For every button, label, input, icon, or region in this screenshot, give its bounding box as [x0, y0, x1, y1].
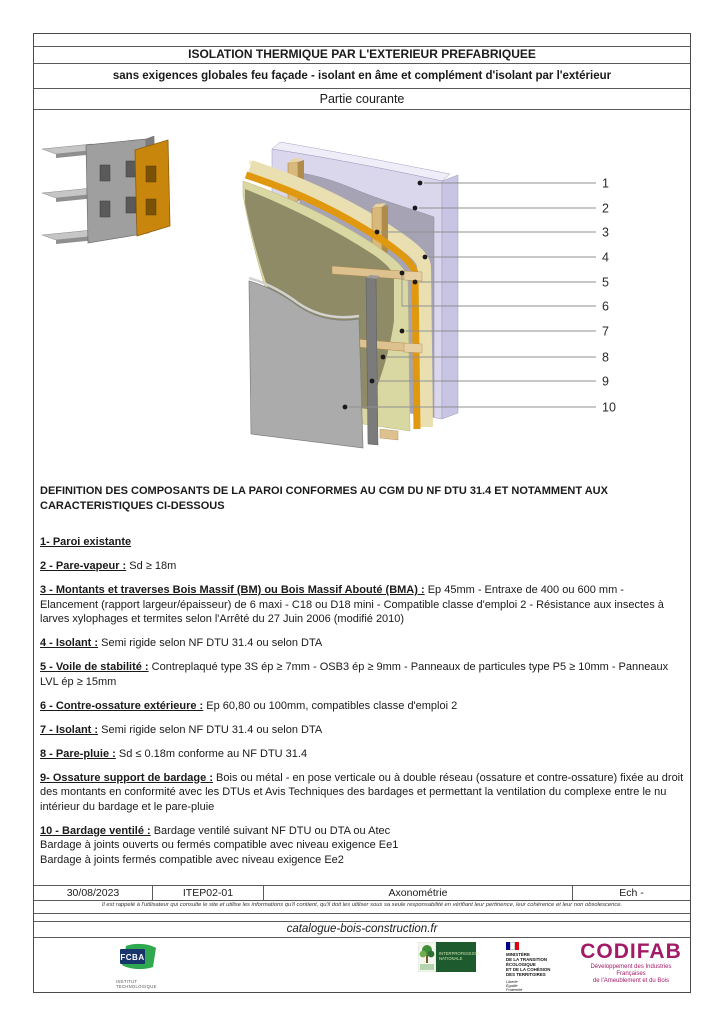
- section-title: Partie courante: [319, 92, 405, 106]
- codifab-logo: CODIFAB Développement des Industries Fra…: [576, 941, 686, 985]
- layer-bardage: [248, 276, 364, 449]
- interprofession-caption: INTERPROFESSION NATIONALE: [436, 942, 479, 972]
- layer-paroi-existante-side: [441, 174, 459, 420]
- def-item-9-text: Bois ou métal - en pose verticale ou à d…: [40, 771, 684, 813]
- def-item-10-text: Bardage ventilé suivant NF DTU ou DTA ou…: [40, 824, 399, 866]
- definitions-heading: DEFINITION DES COMPOSANTS DE LA PAROI CO…: [40, 485, 608, 512]
- def-item-6-label: 6 - Contre-ossature extérieure :: [40, 699, 204, 712]
- contre-ossature-batten-bottom: [379, 428, 399, 441]
- callout-dots: [342, 180, 428, 410]
- header-divider: [34, 88, 690, 89]
- layer-voile-stabilite: [244, 171, 421, 430]
- definitions-block: DEFINITION DES COMPOSANTS DE LA PAROI CO…: [40, 484, 684, 877]
- def-item-6-text: Ep 60,80 ou 100mm, compatibles classe d'…: [203, 699, 458, 712]
- def-item-7-text: Semi rigide selon NF DTU 31.4 ou selon D…: [98, 723, 323, 736]
- callout-numbers: 1 2 3 4 5 6 7 8 9 10: [602, 177, 616, 415]
- callout-dot-3: [374, 229, 380, 235]
- callout-number-8: 8: [602, 351, 609, 365]
- callout-dot-1: [417, 180, 423, 186]
- def-item-2-label: 2 - Pare-vapeur :: [40, 560, 127, 572]
- footer-date: 30/08/2023: [34, 886, 153, 900]
- def-item-10: 10 - Bardage ventilé : Bardage ventilé s…: [40, 824, 684, 868]
- header-divider: [34, 46, 690, 47]
- callout-number-9: 9: [602, 375, 609, 389]
- callout-line-6: [401, 275, 596, 307]
- def-item-2: 2 - Pare-vapeur : Sd ≥ 18m: [40, 559, 684, 574]
- ministere-motto: Liberté Égalité Fraternité: [506, 979, 523, 993]
- def-item-2-text: Sd ≥ 18m: [126, 560, 177, 572]
- prefab-facade-panel: [134, 139, 171, 237]
- def-item-8: 8 - Pare-pluie : Sd ≤ 0.18m conforme au …: [40, 747, 684, 762]
- ministere-text: MINISTÈRE DE LA TRANSITION ÉCOLOGIQUE ET…: [506, 951, 551, 978]
- def-item-4-text: Semi rigide selon NF DTU 31.4 ou selon D…: [98, 637, 323, 649]
- def-item-8-label: 8 - Pare-pluie :: [40, 747, 116, 760]
- svg-text:FCBA: FCBA: [120, 953, 144, 962]
- def-item-3: 3 - Montants et traverses Bois Massif (B…: [40, 583, 684, 627]
- callout-dot-9: [369, 378, 375, 384]
- def-item-6: 6 - Contre-ossature extérieure : Ep 60,8…: [40, 699, 684, 714]
- def-item-9: 9- Ossature support de bardage : Bois ou…: [40, 771, 684, 815]
- page-subtitle: sans exigences globales feu façade - iso…: [112, 70, 612, 82]
- axonometric-diagram: 1 2 3 4 5 6 7 8 9 10: [41, 135, 616, 449]
- def-item-5-text: Contreplaqué type 3S ép ≥ 7mm - OSB3 ép …: [40, 661, 669, 688]
- website-text: catalogue-bois-construction.fr: [286, 923, 438, 935]
- callout-dot-10: [342, 404, 348, 410]
- prefab-panel-icon: [41, 135, 171, 244]
- header-divider: [34, 109, 690, 110]
- def-item-5-label: 5 - Voile de stabilité :: [40, 661, 149, 673]
- fcba-logo: FCBA INSTITUT TECHNOLOGIQUE: [116, 943, 186, 989]
- callout-number-1: 1: [602, 177, 609, 191]
- footer-logos: FCBA INSTITUT TECHNOLOGIQUE INTERPROFESS…: [34, 937, 690, 993]
- callout-dot-6: [399, 270, 405, 276]
- codifab-caption: Développement des Industries Françaises …: [590, 964, 672, 984]
- def-item-5: 5 - Voile de stabilité : Contreplaqué ty…: [40, 660, 684, 689]
- def-item-10-label: 10 - Bardage ventilé :: [40, 824, 151, 837]
- footer-divider: [34, 913, 690, 914]
- france-bois-foret-logo: INTERPROFESSION NATIONALE: [418, 942, 479, 972]
- def-item-4-label: 4 - Isolant :: [40, 637, 99, 649]
- callout-number-3: 3: [602, 226, 609, 240]
- def-item-7: 7 - Isolant : Semi rigide selon NF DTU 3…: [40, 723, 684, 738]
- callout-number-10: 10: [602, 401, 616, 415]
- fcba-caption: INSTITUT TECHNOLOGIQUE: [116, 979, 157, 989]
- callout-dot-8: [380, 354, 386, 360]
- callout-dot-2: [412, 205, 418, 211]
- footer-table: 30/08/2023 ITEP02-01 Axonométrie Ech -: [34, 885, 690, 901]
- def-item-8-text: Sd ≤ 0.18m conforme au NF DTU 31.4: [115, 747, 308, 760]
- callout-number-2: 2: [602, 202, 609, 216]
- fcba-logo-icon: FCBA: [120, 943, 156, 970]
- callout-dot-5: [412, 279, 418, 285]
- callout-number-4: 4: [602, 251, 609, 265]
- def-item-1: 1- Paroi existante: [40, 535, 684, 550]
- codifab-wordmark: CODIFAB: [580, 940, 682, 963]
- footer-divider: [34, 921, 690, 922]
- callout-dot-7: [399, 328, 405, 334]
- footer-view-type: Axonométrie: [264, 886, 573, 900]
- ossature-support-bardage: [365, 275, 380, 446]
- footer-divider: [34, 937, 690, 938]
- callouts: [349, 182, 596, 408]
- header-divider: [34, 63, 690, 64]
- callout-dot-4: [422, 254, 428, 260]
- tree-icon: [418, 942, 436, 972]
- footer-reference: ITEP02-01: [153, 886, 264, 900]
- def-item-7-label: 7 - Isolant :: [40, 723, 99, 736]
- def-item-4: 4 - Isolant : Semi rigide selon NF DTU 3…: [40, 636, 684, 651]
- callout-number-6: 6: [602, 300, 609, 314]
- def-item-3-label: 3 - Montants et traverses Bois Massif (B…: [40, 584, 425, 596]
- french-flag-icon: [506, 942, 519, 950]
- callout-number-5: 5: [602, 276, 609, 290]
- def-item-1-label: 1- Paroi existante: [40, 536, 132, 548]
- wall-assembly: [242, 141, 459, 449]
- callout-number-7: 7: [602, 325, 609, 339]
- document-sheet: ISOLATION THERMIQUE PAR L'EXTERIEUR PREF…: [33, 33, 691, 993]
- def-item-9-label: 9- Ossature support de bardage :: [40, 771, 213, 784]
- footer-disclaimer: Il est rappelé à l'utilisateur qui consu…: [101, 902, 623, 908]
- page-title: ISOLATION THERMIQUE PAR L'EXTERIEUR PREF…: [188, 47, 536, 61]
- def-item-3-text: Ep 45mm - Entraxe de 400 ou 600 mm - Ela…: [40, 584, 664, 625]
- footer-scale: Ech -: [619, 887, 644, 899]
- ministere-logo: MINISTÈRE DE LA TRANSITION ÉCOLOGIQUE ET…: [506, 942, 566, 993]
